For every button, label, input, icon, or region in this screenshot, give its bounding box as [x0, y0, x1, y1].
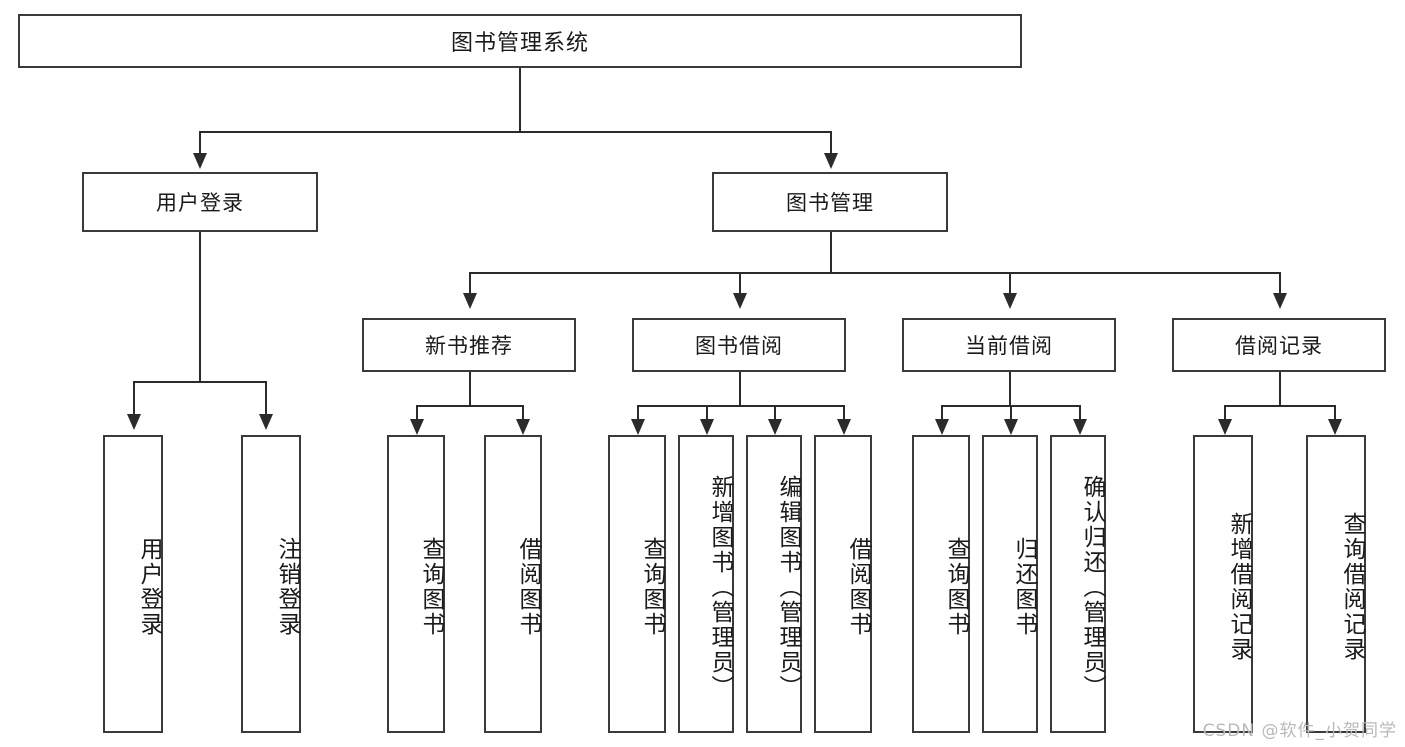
- arrowhead-to-leaf-user-login: [127, 414, 141, 430]
- node-label: 图书管理: [786, 191, 874, 215]
- leaf-user-login[interactable]: 用户登录: [103, 435, 163, 733]
- node-new-book-recommend[interactable]: 新书推荐: [362, 318, 576, 372]
- arrowhead-to-leaf-return-book: [1004, 419, 1018, 435]
- edge-current-borrow-stem: [1009, 372, 1011, 406]
- node-label: 图书借阅: [695, 334, 783, 358]
- node-borrow-record[interactable]: 借阅记录: [1172, 318, 1386, 372]
- leaf-edit-book[interactable]: 编辑图书（管理员）: [746, 435, 802, 733]
- edge-root-to-user-login: [199, 131, 201, 155]
- node-label: 借阅记录: [1235, 334, 1323, 358]
- node-label: 注销登录: [274, 537, 300, 637]
- edge-book-borrow-bus: [637, 405, 843, 407]
- edge-book-borrow-stem: [739, 372, 741, 406]
- node-book-management[interactable]: 图书管理: [712, 172, 948, 232]
- leaf-confirm-return[interactable]: 确认归还（管理员）: [1050, 435, 1106, 733]
- node-label: 查询图书: [943, 537, 969, 637]
- edge-cb-to-leaf-1: [941, 405, 943, 420]
- leaf-borrow-book-2[interactable]: 借阅图书: [814, 435, 872, 733]
- arrowhead-to-leaf-borrow-book-1: [516, 419, 530, 435]
- node-label: 查询图书: [418, 537, 444, 637]
- node-label: 归还图书: [1011, 537, 1037, 637]
- leaf-query-book-1[interactable]: 查询图书: [387, 435, 445, 733]
- arrowhead-to-leaf-edit-book: [768, 419, 782, 435]
- node-label: 借阅图书: [515, 537, 541, 637]
- arrowhead-to-new-book-recommend: [463, 293, 477, 309]
- edge-new-book-to-leaf-2: [522, 405, 524, 420]
- arrowhead-to-user-login: [193, 153, 207, 169]
- arrowhead-to-leaf-add-book: [700, 419, 714, 435]
- edge-book-management-stem: [830, 232, 832, 273]
- node-label: 新增图书（管理员）: [707, 474, 733, 700]
- node-label: 当前借阅: [965, 334, 1053, 358]
- edge-borrow-record-bus: [1224, 405, 1334, 407]
- leaf-return-book[interactable]: 归还图书: [982, 435, 1038, 733]
- edge-root-to-book-management: [830, 131, 832, 155]
- edge-bm-to-borrow-record: [1279, 272, 1281, 294]
- node-label: 查询图书: [639, 537, 665, 637]
- edge-root-bus: [199, 131, 831, 133]
- leaf-borrow-book-1[interactable]: 借阅图书: [484, 435, 542, 733]
- edge-bb-to-leaf-2: [706, 405, 708, 420]
- edge-cb-to-leaf-3: [1079, 405, 1081, 420]
- leaf-logout-login[interactable]: 注销登录: [241, 435, 301, 733]
- edge-bb-to-leaf-3: [774, 405, 776, 420]
- arrowhead-to-leaf-query-record: [1328, 419, 1342, 435]
- edge-bm-to-new-book: [469, 272, 471, 294]
- edge-user-login-bus: [133, 381, 266, 383]
- arrowhead-to-book-management: [824, 153, 838, 169]
- node-label: 编辑图书（管理员）: [775, 474, 801, 700]
- node-label: 新书推荐: [425, 334, 513, 358]
- arrowhead-to-leaf-query-book-3: [935, 419, 949, 435]
- node-current-borrow[interactable]: 当前借阅: [902, 318, 1116, 372]
- edge-br-to-leaf-1: [1224, 405, 1226, 420]
- edge-br-to-leaf-2: [1334, 405, 1336, 420]
- edge-new-book-stem: [469, 372, 471, 406]
- node-label: 新增借阅记录: [1226, 512, 1252, 662]
- leaf-add-record[interactable]: 新增借阅记录: [1193, 435, 1253, 733]
- edge-bb-to-leaf-1: [637, 405, 639, 420]
- arrowhead-to-leaf-logout-login: [259, 414, 273, 430]
- edge-new-book-to-leaf-1: [416, 405, 418, 420]
- csdn-watermark: CSDN @软件_小贺同学: [1202, 721, 1397, 741]
- leaf-query-book-3[interactable]: 查询图书: [912, 435, 970, 733]
- leaf-add-book[interactable]: 新增图书（管理员）: [678, 435, 734, 733]
- node-user-login[interactable]: 用户登录: [82, 172, 318, 232]
- node-root-system[interactable]: 图书管理系统: [18, 14, 1022, 68]
- node-label: 用户登录: [136, 537, 162, 637]
- arrowhead-to-book-borrow: [733, 293, 747, 309]
- edge-root-stem: [519, 68, 521, 132]
- edge-bm-to-current-borrow: [1009, 272, 1011, 294]
- edge-user-login-to-leaf-1: [133, 381, 135, 415]
- node-label: 借阅图书: [845, 537, 871, 637]
- edge-user-login-stem: [199, 232, 201, 382]
- node-label: 用户登录: [156, 191, 244, 215]
- arrowhead-to-leaf-borrow-book-2: [837, 419, 851, 435]
- node-label: 查询借阅记录: [1339, 512, 1365, 662]
- edge-bm-to-book-borrow: [739, 272, 741, 294]
- edge-bb-to-leaf-4: [843, 405, 845, 420]
- arrowhead-to-leaf-query-book-2: [631, 419, 645, 435]
- node-label: 确认归还（管理员）: [1079, 474, 1105, 700]
- node-book-borrow[interactable]: 图书借阅: [632, 318, 846, 372]
- arrowhead-to-leaf-confirm-return: [1073, 419, 1087, 435]
- edge-book-management-bus: [469, 272, 1281, 274]
- edge-new-book-bus: [416, 405, 522, 407]
- arrowhead-to-borrow-record: [1273, 293, 1287, 309]
- leaf-query-book-2[interactable]: 查询图书: [608, 435, 666, 733]
- edge-cb-to-leaf-2: [1010, 405, 1012, 420]
- arrowhead-to-leaf-add-record: [1218, 419, 1232, 435]
- leaf-query-record[interactable]: 查询借阅记录: [1306, 435, 1366, 733]
- arrowhead-to-current-borrow: [1003, 293, 1017, 309]
- node-label: 图书管理系统: [450, 31, 589, 56]
- edge-user-login-to-leaf-2: [265, 381, 267, 415]
- edge-borrow-record-stem: [1279, 372, 1281, 406]
- arrowhead-to-leaf-query-book-1: [410, 419, 424, 435]
